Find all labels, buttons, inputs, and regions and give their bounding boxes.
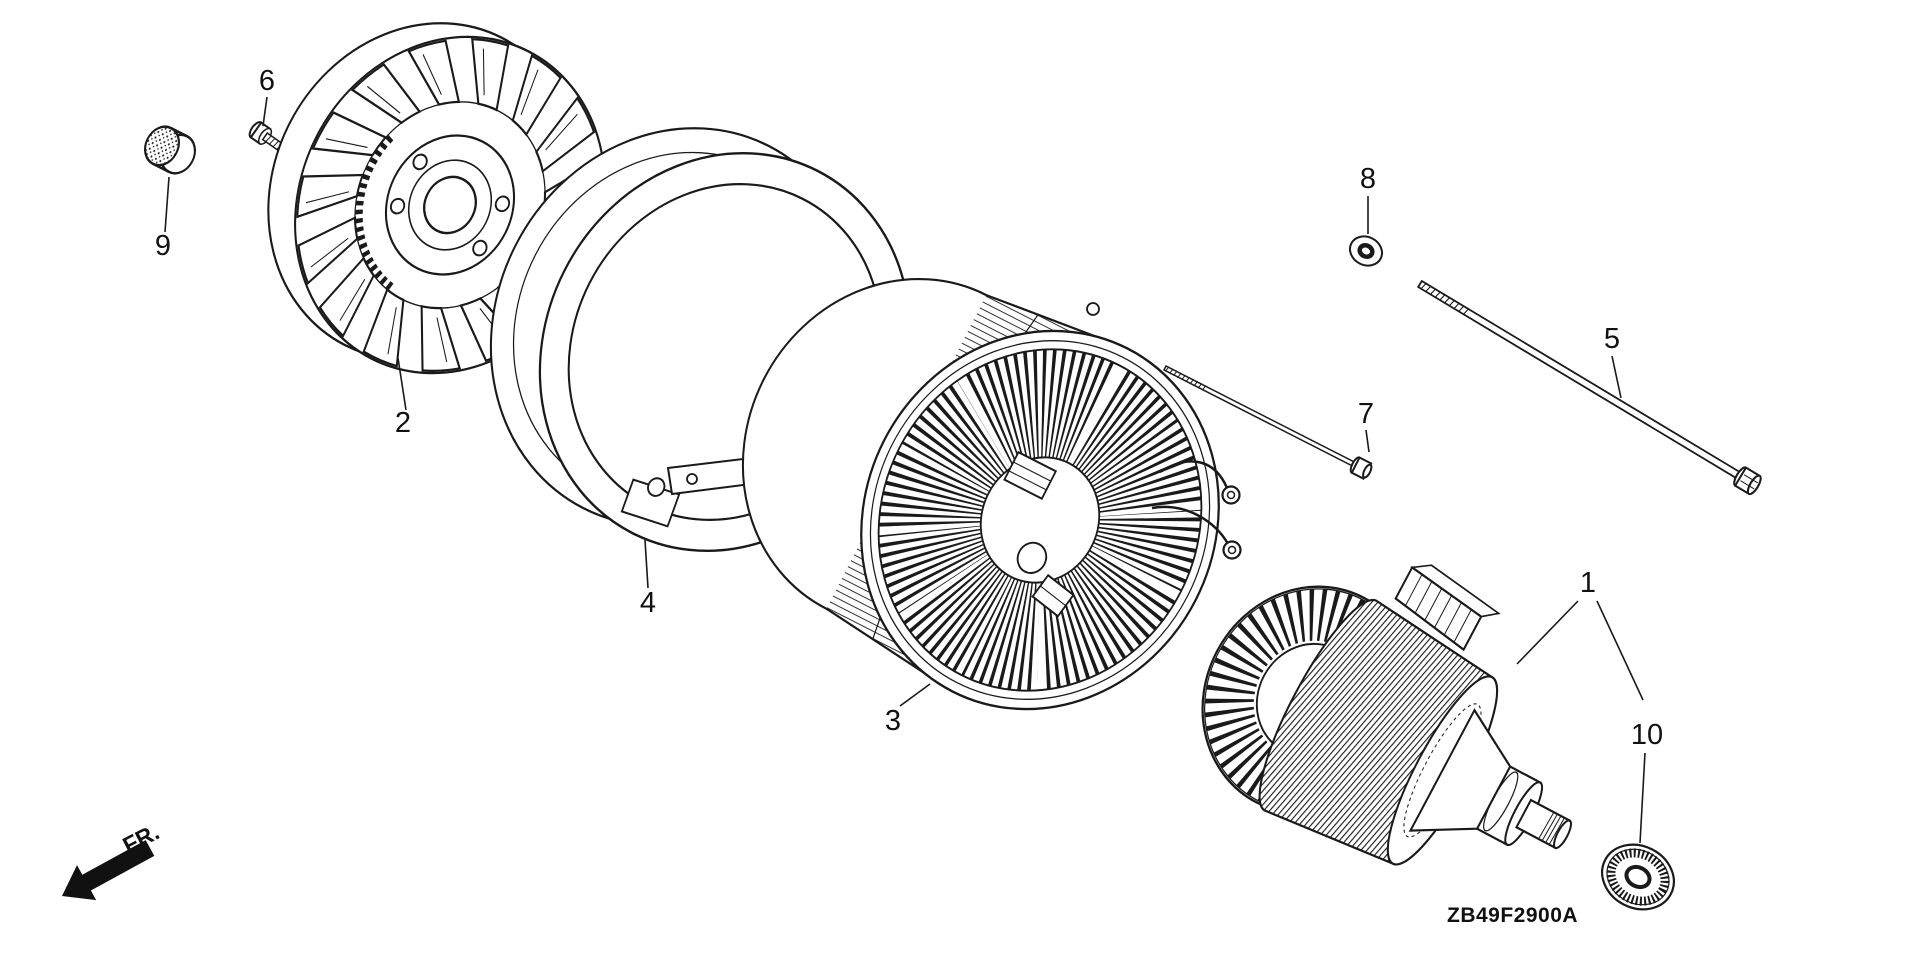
- cover-notch: [620, 477, 681, 528]
- fr-arrow-icon: [62, 840, 155, 901]
- stator-drawing: [741, 277, 1220, 711]
- washer-drawing: [1348, 235, 1384, 267]
- flywheel-teeth: [355, 133, 395, 291]
- flywheel-center-hole: [423, 175, 477, 235]
- part-label-1[interactable]: 1: [1580, 567, 1596, 599]
- leader-1b: [1596, 600, 1644, 701]
- part-label-3[interactable]: 3: [885, 705, 901, 737]
- stator-boss-hole: [1086, 302, 1100, 316]
- part-label-9[interactable]: 9: [155, 230, 171, 262]
- rotor-drawing: [1201, 564, 1573, 866]
- bearing-drawing: [1601, 843, 1675, 911]
- part-label-8[interactable]: 8: [1360, 163, 1376, 195]
- part-label-4[interactable]: 4: [640, 587, 656, 619]
- bolt-5-drawing: [1416, 279, 1762, 496]
- leader-6: [262, 96, 268, 127]
- fr-direction-arrow: FR.: [62, 818, 163, 901]
- part-label-7[interactable]: 7: [1358, 398, 1374, 430]
- part-label-10[interactable]: 10: [1631, 719, 1663, 751]
- leader-5: [1611, 355, 1622, 399]
- leader-9: [164, 176, 170, 233]
- leader-3: [899, 683, 931, 707]
- stator-terminal-block: [1031, 573, 1075, 618]
- cap-drawing: [144, 125, 196, 175]
- leader-1a: [1516, 600, 1579, 665]
- stator-lead-wires: [1151, 460, 1242, 560]
- leader-2: [397, 357, 407, 411]
- leader-4: [644, 539, 649, 589]
- part-label-2[interactable]: 2: [395, 407, 411, 439]
- diagram-code: ZB49F2900A: [1447, 904, 1578, 927]
- leader-7: [1365, 429, 1370, 453]
- part-label-5[interactable]: 5: [1604, 323, 1620, 355]
- brush-holder-block: [1394, 564, 1501, 652]
- leader-lines: [164, 96, 1646, 844]
- bolt-7-drawing: [1162, 365, 1373, 480]
- leader-10: [1639, 752, 1646, 844]
- fan-cover-drawing: [489, 127, 912, 553]
- part-label-6[interactable]: 6: [259, 65, 275, 97]
